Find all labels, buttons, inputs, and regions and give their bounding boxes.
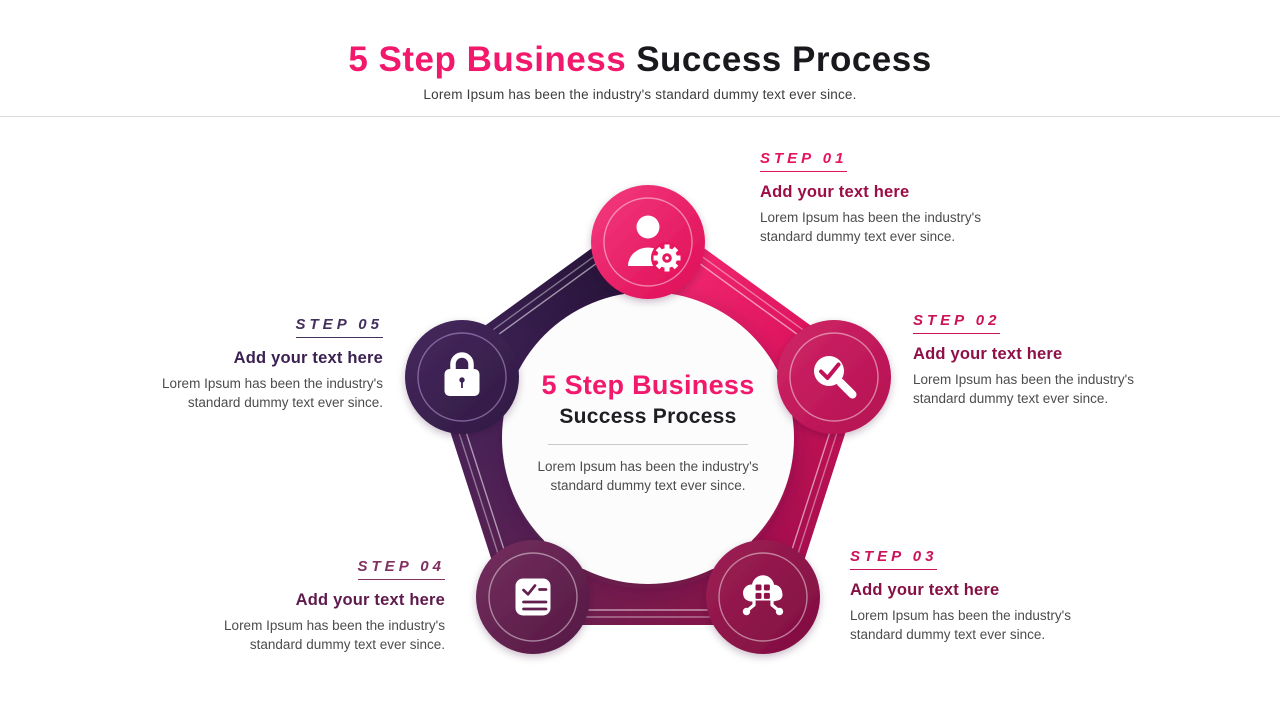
step-2-label: STEP 02 (913, 312, 1001, 334)
step-1-title: Add your text here (760, 183, 910, 201)
header-divider (0, 116, 1280, 117)
checklist-icon (515, 578, 551, 616)
page-title-highlight: 5 Step Business (348, 40, 627, 79)
step-4-description: Lorem Ipsum has been the industry's stan… (224, 618, 445, 652)
center-text: 5 Step Business Success Process Lorem Ip… (508, 370, 788, 496)
step-1-node (591, 185, 705, 299)
step-2-panel: STEP 02 Add your text here Lorem Ipsum h… (913, 312, 1143, 408)
step-3-node (706, 540, 820, 654)
user-gear-icon (628, 215, 683, 274)
step-5-panel: STEP 05 Add your text here Lorem Ipsum h… (153, 316, 383, 412)
step-5-node (405, 320, 519, 434)
step-3-description: Lorem Ipsum has been the industry's stan… (850, 608, 1071, 642)
step-3-title: Add your text here (850, 581, 1000, 599)
node-circle (591, 185, 705, 299)
lock-icon (444, 352, 480, 396)
center-description: Lorem Ipsum has been the industry's stan… (537, 459, 759, 493)
page-title-rest: Success Process (636, 40, 932, 79)
step-4-label: STEP 04 (357, 558, 445, 580)
node-ring (603, 197, 693, 287)
step-3-label: STEP 03 (850, 548, 938, 570)
node-ring (488, 552, 578, 642)
cloud-network-icon (742, 575, 784, 616)
search-check-icon (814, 356, 857, 399)
step-1-panel: STEP 01 Add your text here Lorem Ipsum h… (760, 150, 990, 246)
step-5-title: Add your text here (233, 349, 383, 367)
step-2-description: Lorem Ipsum has been the industry's stan… (913, 372, 1134, 406)
step-4-title: Add your text here (295, 591, 445, 609)
step-4-node (476, 540, 590, 654)
step-5-description: Lorem Ipsum has been the industry's stan… (162, 376, 383, 410)
node-ring (789, 332, 879, 422)
step-2-node (777, 320, 891, 434)
node-ring (417, 332, 507, 422)
center-divider (548, 444, 748, 445)
node-ring (718, 552, 808, 642)
step-2-title: Add your text here (913, 345, 1063, 363)
center-title-line2: Success Process (559, 405, 737, 428)
step-1-label: STEP 01 (760, 150, 848, 172)
step-1-description: Lorem Ipsum has been the industry's stan… (760, 210, 981, 244)
step-5-label: STEP 05 (295, 316, 383, 338)
center-circle (502, 292, 794, 584)
page-subtitle: Lorem Ipsum has been the industry's stan… (423, 87, 857, 102)
step-3-panel: STEP 03 Add your text here Lorem Ipsum h… (850, 548, 1080, 644)
center-title-line1: 5 Step Business (541, 370, 755, 400)
step-4-panel: STEP 04 Add your text here Lorem Ipsum h… (215, 558, 445, 654)
